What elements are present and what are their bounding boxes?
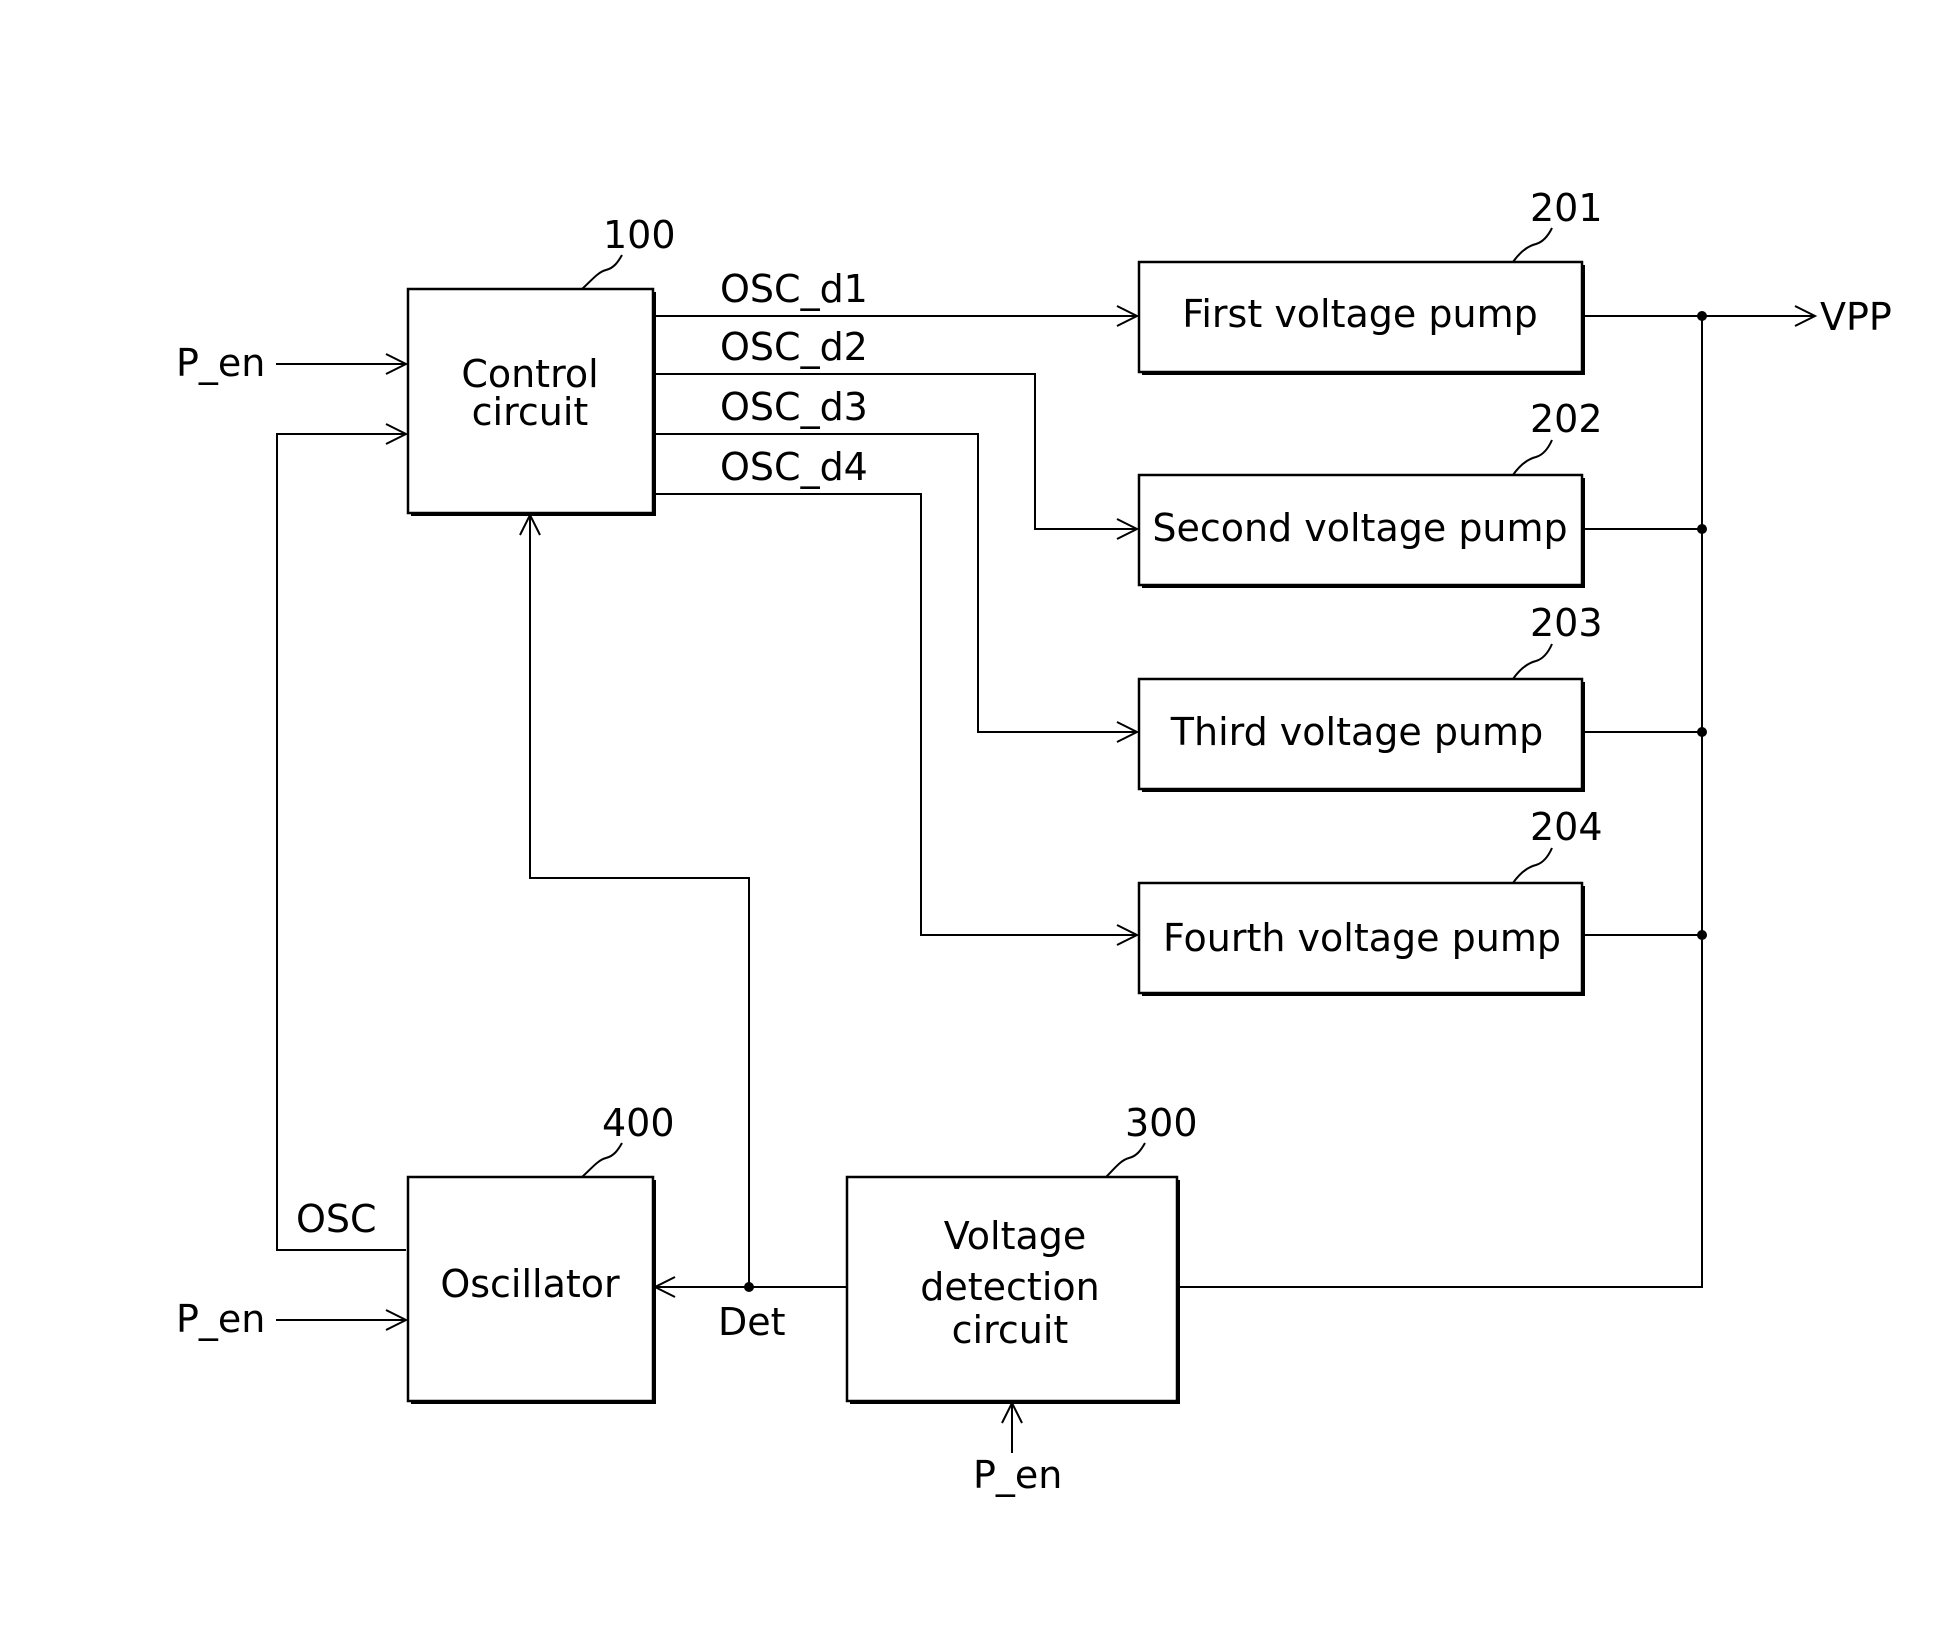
osc-label: OSC <box>296 1197 377 1241</box>
ref-100: 100 <box>582 213 676 289</box>
oscillator-label: Oscillator <box>440 1262 620 1306</box>
osc-d2-label: OSC_d2 <box>720 325 868 369</box>
ref-300-label: 300 <box>1125 1101 1198 1145</box>
third-voltage-pump-label: Third voltage pump <box>1170 710 1543 754</box>
voltage-detection-label-line1: Voltage <box>944 1214 1087 1258</box>
ref-202-label: 202 <box>1530 397 1603 441</box>
fourth-voltage-pump-label: Fourth voltage pump <box>1163 916 1561 960</box>
ref-201: 201 <box>1513 186 1603 262</box>
ref-203: 203 <box>1513 601 1603 679</box>
fourth-voltage-pump-block: Fourth voltage pump <box>1139 883 1585 996</box>
voltage-detection-label-line3: circuit <box>952 1308 1069 1352</box>
second-voltage-pump-label: Second voltage pump <box>1152 506 1567 550</box>
vpp-node-4 <box>1697 930 1707 940</box>
osc-d2-wire: OSC_d2 <box>653 325 1137 539</box>
vpp-label: VPP <box>1820 295 1892 339</box>
p-en-oscillator-input: P_en <box>176 1297 406 1341</box>
third-voltage-pump-block: Third voltage pump <box>1139 679 1585 792</box>
osc-d1-label: OSC_d1 <box>720 267 868 311</box>
voltage-detection-label-line2: detection <box>920 1265 1099 1309</box>
vpp-node-2 <box>1697 524 1707 534</box>
osc-d4-label: OSC_d4 <box>720 445 868 489</box>
ref-400-label: 400 <box>602 1101 675 1145</box>
ref-203-label: 203 <box>1530 601 1603 645</box>
ref-300: 300 <box>1106 1101 1198 1177</box>
control-circuit-label-line2: circuit <box>472 390 589 434</box>
p-en-oscillator-label: P_en <box>176 1297 265 1341</box>
control-circuit-block: Control circuit <box>408 289 656 516</box>
second-voltage-pump-block: Second voltage pump <box>1139 475 1585 588</box>
ref-202: 202 <box>1513 397 1603 475</box>
ref-201-label: 201 <box>1530 186 1603 230</box>
p-en-detector-label: P_en <box>973 1453 1062 1497</box>
osc-d3-wire: OSC_d3 <box>653 385 1137 742</box>
ref-204: 204 <box>1513 805 1603 883</box>
vpp-node-3 <box>1697 727 1707 737</box>
first-voltage-pump-label: First voltage pump <box>1182 292 1537 336</box>
ref-100-label: 100 <box>603 213 676 257</box>
ref-400: 400 <box>582 1101 675 1177</box>
voltage-detection-circuit-block: Voltage detection circuit <box>847 1177 1180 1404</box>
p-en-control-label: P_en <box>176 341 265 385</box>
ref-204-label: 204 <box>1530 805 1603 849</box>
osc-d4-wire: OSC_d4 <box>653 445 1137 945</box>
det-label: Det <box>718 1300 786 1344</box>
osc-feedback-wire: OSC <box>277 424 406 1250</box>
osc-d3-label: OSC_d3 <box>720 385 868 429</box>
oscillator-block: Oscillator <box>408 1177 656 1404</box>
vpp-node-1 <box>1697 311 1707 321</box>
det-node <box>744 1282 754 1292</box>
first-voltage-pump-block: First voltage pump <box>1139 262 1585 375</box>
p-en-control-input: P_en <box>176 341 406 385</box>
p-en-detector-input: P_en <box>973 1403 1062 1497</box>
osc-d1-wire: OSC_d1 <box>653 267 1137 326</box>
